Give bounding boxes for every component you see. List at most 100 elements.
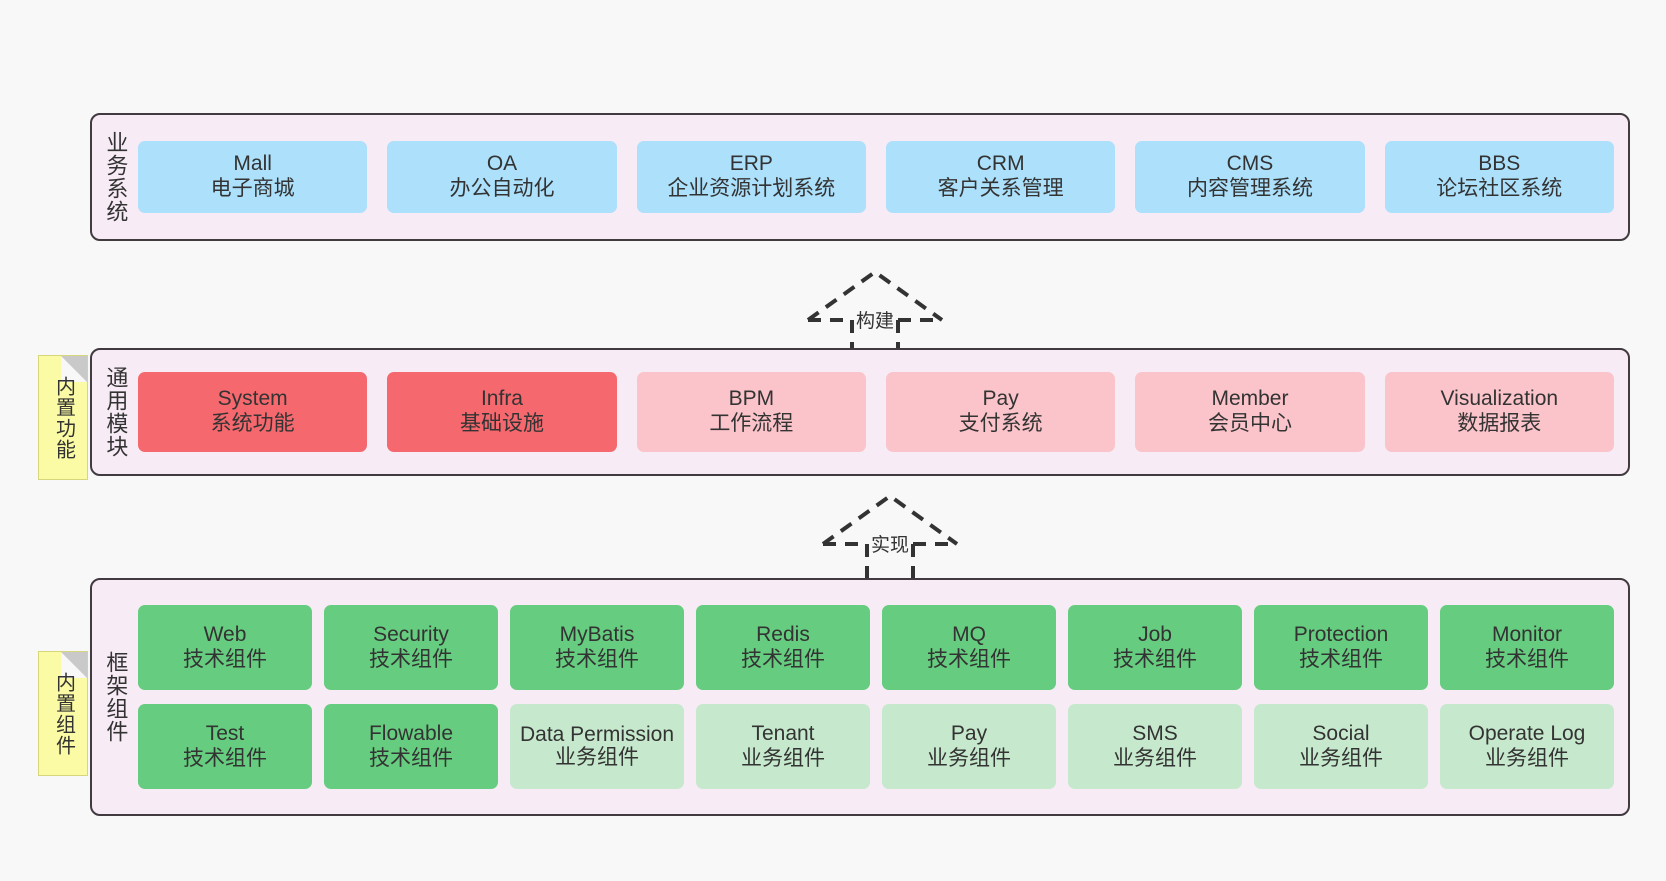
note-builtin-function-label: 内置功能 [52,375,75,460]
node-title: Infra [480,387,523,411]
node-mall[interactable]: Mall 电子商城 [138,141,368,213]
node-subtitle: 会员中心 [1207,412,1292,435]
node-system[interactable]: System 系统功能 [138,372,368,452]
node-subtitle: 业务组件 [555,745,639,769]
layer-business-system: 业务系统 Mall 电子商城 OA 办公自动化 ERP 企业资源计划系统 CRM… [90,113,1630,241]
node-title: OA [486,152,518,176]
node-subtitle: 技术组件 [1299,647,1383,671]
note-builtin-function: 内置功能 [38,355,88,480]
node-title: Job [1138,622,1172,646]
node-bpm[interactable]: BPM 工作流程 [636,372,866,452]
node-crm[interactable]: CRM 客户关系管理 [885,141,1116,213]
node-subtitle: 业务组件 [1485,746,1569,770]
node-title: MQ [952,622,986,646]
node-security[interactable]: Security 技术组件 [324,605,498,690]
node-subtitle: 电子商城 [210,177,295,200]
node-title: Monitor [1491,622,1563,646]
node-subtitle: 技术组件 [369,647,453,671]
node-title: ERP [729,152,773,176]
node-title: Test [205,721,245,745]
node-subtitle: 企业资源计划系统 [667,177,836,200]
node-pay[interactable]: Pay 支付系统 [885,372,1116,452]
node-mq[interactable]: MQ 技术组件 [882,605,1056,690]
node-monitor[interactable]: Monitor 技术组件 [1440,605,1614,690]
node-test[interactable]: Test 技术组件 [138,704,312,789]
node-title: Data Permission [519,723,675,747]
layer-body-common-module: System 系统功能 Infra 基础设施 BPM 工作流程 Pay 支付系统… [138,350,1628,474]
node-subtitle: 业务组件 [1113,746,1197,770]
node-title: Tenant [751,721,815,745]
node-title: System [217,387,288,411]
node-subtitle: 办公自动化 [449,177,555,200]
node-operate-log[interactable]: Operate Log 业务组件 [1440,704,1614,789]
node-subtitle: 工作流程 [709,412,794,435]
node-row: Mall 电子商城 OA 办公自动化 ERP 企业资源计划系统 CRM 客户关系… [138,141,1614,213]
node-subtitle: 业务组件 [741,746,825,770]
node-subtitle: 技术组件 [369,746,453,770]
node-subtitle: 技术组件 [741,647,825,671]
node-subtitle: 基础设施 [459,412,544,435]
layer-body-framework-component: Web 技术组件 Security 技术组件 MyBatis 技术组件 Redi… [138,580,1628,814]
node-subtitle: 业务组件 [1299,746,1383,770]
node-tenant[interactable]: Tenant 业务组件 [696,704,870,789]
node-visualization[interactable]: Visualization 数据报表 [1384,372,1614,452]
node-title: CMS [1226,152,1274,176]
node-subtitle: 数据报表 [1457,412,1542,435]
node-member[interactable]: Member 会员中心 [1135,372,1365,452]
node-subtitle: 业务组件 [927,746,1011,770]
node-social[interactable]: Social 业务组件 [1254,704,1428,789]
layer-body-business-system: Mall 电子商城 OA 办公自动化 ERP 企业资源计划系统 CRM 客户关系… [138,115,1628,239]
layer-title-common-module: 通用模块 [103,366,129,458]
node-cms[interactable]: CMS 内容管理系统 [1135,141,1365,213]
node-subtitle: 技术组件 [183,647,267,671]
node-row: System 系统功能 Infra 基础设施 BPM 工作流程 Pay 支付系统… [138,372,1614,452]
node-row: Test 技术组件 Flowable 技术组件 Data Permission … [138,704,1614,789]
node-subtitle: 论坛社区系统 [1436,177,1563,200]
layer-framework-component: 框架组件 Web 技术组件 Security 技术组件 MyBatis 技术组件… [90,578,1630,816]
node-title: Pay [950,721,988,745]
connector-build: 构建 [800,268,950,358]
node-pay-business[interactable]: Pay 业务组件 [882,704,1056,789]
layer-title-business-system: 业务系统 [103,131,129,223]
node-title: BPM [728,387,775,411]
node-sms[interactable]: SMS 业务组件 [1068,704,1242,789]
node-subtitle: 技术组件 [927,647,1011,671]
layer-title-framework-component: 框架组件 [103,651,129,743]
node-title: Web [203,622,247,646]
node-protection[interactable]: Protection 技术组件 [1254,605,1428,690]
node-title: Security [373,622,449,646]
node-web[interactable]: Web 技术组件 [138,605,312,690]
node-subtitle: 技术组件 [183,746,267,770]
connector-build-label: 构建 [856,311,895,332]
node-title: Member [1211,387,1289,411]
node-subtitle: 客户关系管理 [937,177,1064,200]
layer-common-module: 通用模块 System 系统功能 Infra 基础设施 BPM 工作流程 Pay… [90,348,1630,476]
node-erp[interactable]: ERP 企业资源计划系统 [636,141,866,213]
node-subtitle: 系统功能 [210,412,295,435]
note-builtin-component: 内置组件 [38,651,88,776]
node-job[interactable]: Job 技术组件 [1068,605,1242,690]
node-subtitle: 技术组件 [1113,647,1197,671]
node-mybatis[interactable]: MyBatis 技术组件 [510,605,684,690]
node-subtitle: 内容管理系统 [1186,177,1313,200]
node-subtitle: 技术组件 [555,647,639,671]
node-subtitle: 支付系统 [958,412,1043,435]
node-infra[interactable]: Infra 基础设施 [387,372,617,452]
node-bbs[interactable]: BBS 论坛社区系统 [1384,141,1614,213]
node-subtitle: 技术组件 [1485,647,1569,671]
node-data-permission[interactable]: Data Permission 业务组件 [510,704,684,789]
node-title: Operate Log [1468,721,1586,745]
connector-implement: 实现 [815,492,965,582]
node-flowable[interactable]: Flowable 技术组件 [324,704,498,789]
node-title: Visualization [1440,387,1559,411]
node-row: Web 技术组件 Security 技术组件 MyBatis 技术组件 Redi… [138,605,1614,690]
note-builtin-component-label: 内置组件 [52,671,75,756]
node-redis[interactable]: Redis 技术组件 [696,605,870,690]
node-title: Mall [233,152,272,176]
node-title: BBS [1478,152,1521,176]
node-oa[interactable]: OA 办公自动化 [387,141,617,213]
node-title: CRM [976,152,1025,176]
node-title: Social [1312,721,1370,745]
node-title: Pay [982,387,1019,411]
connector-implement-label: 实现 [871,535,910,556]
